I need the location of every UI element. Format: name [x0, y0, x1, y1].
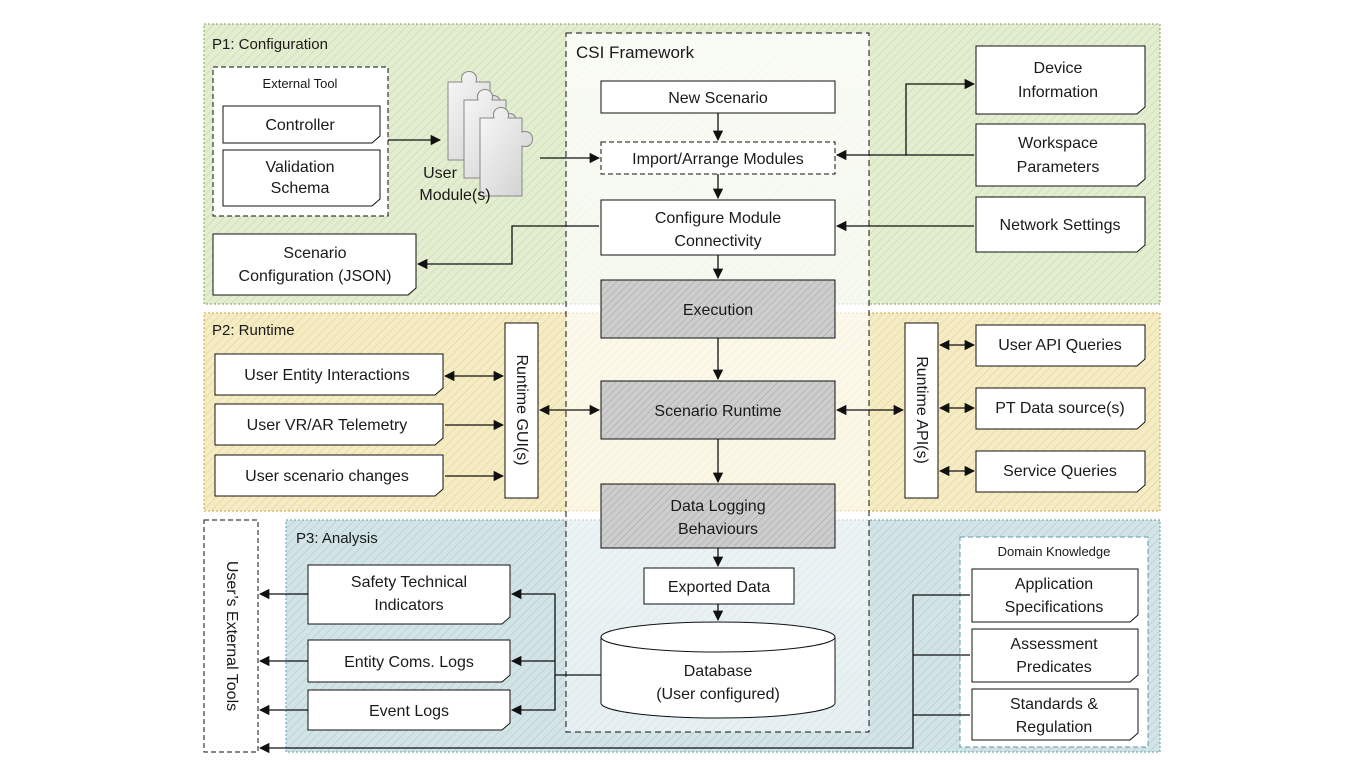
domain-knowledge-title: Domain Knowledge	[998, 544, 1111, 559]
svg-text:Database: Database	[684, 663, 753, 680]
data-logging-box: Data Logging Behaviours	[600, 483, 836, 549]
svg-text:Information: Information	[1018, 84, 1098, 101]
svg-text:User VR/AR Telemetry: User VR/AR Telemetry	[247, 417, 408, 434]
users-external-tools-box: User’s External Tools	[203, 519, 259, 753]
connectors	[258, 78, 976, 754]
svg-text:Exported Data: Exported Data	[668, 579, 770, 596]
runtime-gui-bar: Runtime GUI(s)	[504, 322, 539, 499]
configure-connectivity-box: Configure Module Connectivity	[600, 199, 836, 256]
pt-data-sources-doc: PT Data source(s)	[975, 387, 1146, 430]
exported-data-box: Exported Data	[643, 567, 795, 605]
svg-text:Assessment: Assessment	[1010, 636, 1098, 653]
event-logs-doc: Event Logs	[307, 689, 511, 731]
svg-text:Configure Module: Configure Module	[655, 210, 781, 227]
svg-text:PT Data source(s): PT Data source(s)	[995, 400, 1125, 417]
svg-text:Behaviours: Behaviours	[678, 521, 758, 538]
network-settings-doc: Network Settings	[975, 196, 1146, 253]
svg-text:Schema: Schema	[271, 180, 330, 197]
svg-text:Scenario Runtime: Scenario Runtime	[654, 403, 781, 420]
svg-text:Indicators: Indicators	[374, 597, 443, 614]
service-queries-doc: Service Queries	[975, 450, 1146, 493]
validation-schema-doc: Validation Schema	[222, 149, 381, 207]
svg-text:Entity Coms. Logs: Entity Coms. Logs	[344, 654, 474, 671]
svg-text:Runtime GUI(s): Runtime GUI(s)	[513, 354, 530, 465]
svg-text:Device: Device	[1034, 60, 1083, 77]
svg-text:(User configured): (User configured)	[656, 686, 780, 703]
external-tool-title: External Tool	[263, 76, 338, 91]
svg-text:User scenario changes: User scenario changes	[245, 468, 409, 485]
svg-text:Execution: Execution	[683, 302, 753, 319]
svg-text:New Scenario: New Scenario	[668, 90, 768, 107]
svg-text:Network Settings: Network Settings	[1000, 217, 1121, 234]
svg-text:Validation: Validation	[265, 159, 334, 176]
svg-text:User’s External Tools: User’s External Tools	[223, 561, 240, 711]
svg-text:Runtime API(s): Runtime API(s)	[913, 356, 930, 464]
phase-p1-label: P1: Configuration	[212, 36, 328, 53]
svg-text:Connectivity: Connectivity	[674, 233, 761, 250]
entity-coms-logs-doc: Entity Coms. Logs	[307, 639, 511, 683]
scenario-runtime-box: Scenario Runtime	[600, 380, 836, 440]
controller-doc: Controller	[222, 105, 381, 144]
svg-text:Predicates: Predicates	[1016, 659, 1092, 676]
svg-text:Event Logs: Event Logs	[369, 703, 449, 720]
svg-text:User Entity Interactions: User Entity Interactions	[244, 367, 409, 384]
standards-regulation-doc: Standards & Regulation	[971, 688, 1139, 741]
puzzle-icon	[447, 71, 533, 197]
phase-p2-label: P2: Runtime	[212, 322, 295, 339]
svg-text:Parameters: Parameters	[1017, 159, 1100, 176]
svg-text:Safety Technical: Safety Technical	[351, 574, 467, 591]
database-cylinder: Database (User configured)	[600, 621, 836, 719]
svg-text:Standards &: Standards &	[1010, 696, 1098, 713]
svg-text:Configuration (JSON): Configuration (JSON)	[239, 268, 392, 285]
svg-text:Controller: Controller	[265, 117, 335, 134]
safety-technical-indicators-doc: Safety Technical Indicators	[307, 564, 511, 625]
svg-text:Import/Arrange Modules: Import/Arrange Modules	[632, 151, 804, 168]
svg-text:User API Queries: User API Queries	[998, 337, 1122, 354]
svg-text:Service Queries: Service Queries	[1003, 463, 1117, 480]
csi-framework-title: CSI Framework	[576, 43, 695, 62]
svg-text:Application: Application	[1015, 576, 1093, 593]
application-specifications-doc: Application Specifications	[971, 568, 1139, 623]
svg-text:Regulation: Regulation	[1016, 719, 1093, 736]
user-api-queries-doc: User API Queries	[975, 324, 1146, 367]
workspace-parameters-doc: Workspace Parameters	[975, 123, 1146, 187]
device-information-doc: Device Information	[975, 45, 1146, 115]
svg-text:Specifications: Specifications	[1005, 599, 1104, 616]
svg-text:Scenario: Scenario	[283, 245, 346, 262]
user-entity-interactions-doc: User Entity Interactions	[214, 353, 444, 396]
user-scenario-changes-doc: User scenario changes	[214, 454, 444, 497]
user-modules-label-l1: User	[423, 165, 457, 182]
import-modules-box: Import/Arrange Modules	[600, 141, 836, 175]
phase-p3-label: P3: Analysis	[296, 530, 378, 547]
user-vr-ar-telemetry-doc: User VR/AR Telemetry	[214, 403, 444, 446]
execution-box: Execution	[600, 279, 836, 339]
assessment-predicates-doc: Assessment Predicates	[971, 628, 1139, 683]
new-scenario-box: New Scenario	[600, 80, 836, 114]
svg-text:Workspace: Workspace	[1018, 135, 1098, 152]
svg-text:Data Logging: Data Logging	[670, 498, 765, 515]
scenario-configuration-doc: Scenario Configuration (JSON)	[212, 233, 417, 296]
runtime-api-bar: Runtime API(s)	[904, 322, 939, 499]
user-modules-label-l2: Module(s)	[419, 187, 490, 204]
